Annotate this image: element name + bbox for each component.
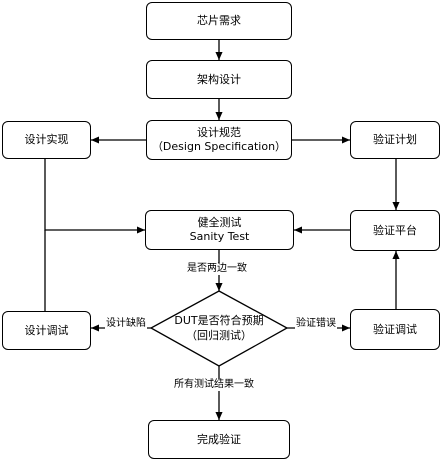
node-verify-plan-label: 验证计划 [373, 133, 417, 146]
node-architecture-design: 架构设计 [146, 60, 292, 99]
node-verify-platform-label: 验证平台 [373, 223, 417, 237]
node-sanity-test-line1: 健全测试 [197, 216, 242, 229]
decision-diamond [149, 290, 289, 367]
node-verify-platform: 验证平台 [350, 210, 440, 251]
node-design-debug-label: 设计调试 [24, 323, 69, 337]
edge-label-verify-error: 验证错误 [295, 318, 337, 330]
node-sanity-test: 健全测试 Sanity Test [145, 210, 294, 250]
node-design-impl: 设计实现 [2, 121, 91, 159]
node-design-spec-line2: （Design Specification） [151, 140, 287, 153]
node-design-debug: 设计调试 [2, 311, 91, 350]
node-sanity-test-line2: Sanity Test [189, 230, 250, 243]
node-verify-debug: 验证调试 [350, 309, 440, 350]
decision-line1: DUT是否符合预期 [174, 314, 264, 327]
node-design-spec: 设计规范 （Design Specification） [146, 120, 292, 160]
node-chip-requirements: 芯片需求 [146, 2, 292, 40]
node-verify-done-label: 完成验证 [197, 432, 241, 446]
node-architecture-design-label: 架构设计 [197, 72, 241, 86]
node-verify-plan: 验证计划 [350, 121, 440, 159]
node-design-spec-line1: 设计规范 [197, 126, 241, 139]
node-chip-requirements-label: 芯片需求 [197, 14, 241, 27]
edge-label-design-defect: 设计缺陷 [105, 318, 147, 330]
edge-label-consistent: 是否两边一致 [186, 263, 248, 275]
node-verify-done: 完成验证 [148, 420, 290, 459]
node-verify-debug-label: 验证调试 [373, 322, 417, 336]
decision-line2: （回归测试） [186, 329, 252, 342]
node-design-impl-label: 设计实现 [24, 133, 69, 146]
edge-impl-to-sanity [44, 159, 145, 234]
edge-label-all-consistent: 所有测试结果一致 [173, 379, 255, 391]
